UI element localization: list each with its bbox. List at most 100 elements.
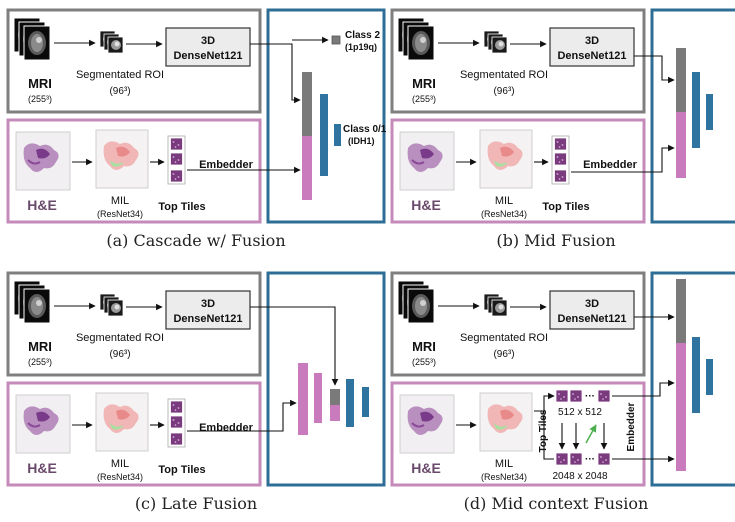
densenet-to-fusion-arrow [634, 55, 675, 84]
panel-late: MRI(255³)Segmentated ROI(96³)3DDenseNet1… [6, 271, 386, 513]
mil-heatmap-image [479, 392, 533, 452]
he-branch-frame [6, 118, 262, 224]
densenet-label-name: DenseNet121 [173, 50, 242, 62]
mri-branch-frame [390, 271, 646, 377]
he-branch-frame [390, 381, 646, 487]
panel-caption: (d) Mid context Fusion [464, 494, 649, 513]
fusion-frame [650, 271, 735, 487]
tiles-2048-label: 2048 x 2048 [552, 471, 607, 482]
fusion-frame [650, 8, 735, 224]
he-slide-image [399, 394, 455, 454]
densenet-box [165, 27, 251, 67]
roi-size-label: (96³) [109, 86, 130, 97]
he-feature-bar [676, 343, 686, 471]
top-tiles-label: Top Tiles [158, 464, 205, 476]
top-tiles-label: Top Tiles [538, 409, 549, 452]
tile-2048-ellipsis: ··· [585, 454, 595, 465]
he-label: H&E [411, 197, 441, 213]
densenet-label-3d: 3D [201, 298, 215, 310]
mri-slice-icon [23, 288, 51, 324]
panel-caption: (a) Cascade w/ Fusion [106, 231, 285, 250]
mri-size-label: (255³) [412, 94, 436, 104]
tiles-512-label: 512 x 512 [558, 407, 602, 418]
densenet-label-3d: 3D [585, 35, 599, 47]
embedder-to-fusion-arrow [187, 399, 297, 432]
densenet-box [549, 27, 635, 67]
mri-branch-frame [6, 271, 262, 377]
embedder-label: Embedder [583, 159, 638, 171]
tile-512-icon [569, 389, 583, 403]
class2-label: Class 2 [345, 30, 380, 41]
tile-512-icon [597, 389, 611, 403]
densenet-to-fusion-arrow [250, 306, 339, 386]
roi-size-label: (96³) [493, 86, 514, 97]
he-label: H&E [27, 460, 57, 476]
tile-2048-icon [569, 452, 583, 466]
panel-cascade: MRI (255³) Segmentated ROI (96³) 3D DenseNet1… [6, 8, 387, 250]
top-tiles-label: Top Tiles [158, 201, 205, 213]
mil-heatmap-image [479, 129, 533, 189]
he-slide-image [15, 394, 71, 454]
roi-icon [491, 299, 508, 317]
top-tiles-stack [552, 136, 569, 184]
mil-backbone-label: (ResNet34) [481, 209, 527, 219]
mri-label: MRI [28, 76, 52, 91]
densenet-label-name: DenseNet121 [557, 313, 626, 325]
panels-layer: MRI (255³) Segmentated ROI (96³) 3D DenseNet1… [6, 8, 735, 513]
mil-to-512-arrow [534, 392, 555, 412]
roi-icon [107, 36, 124, 54]
tile-context-arrow [585, 424, 597, 444]
he-label: H&E [411, 460, 441, 476]
mil-label: MIL [495, 195, 513, 207]
fusion-frame [266, 271, 386, 487]
roi-size-label: (96³) [109, 349, 130, 360]
class01-label: Class 0/1 [343, 124, 387, 135]
mil-label: MIL [111, 195, 129, 207]
mri-feature-bar [302, 72, 312, 136]
mri-branch-frame [6, 8, 262, 114]
mri-size-label: (255³) [412, 357, 436, 367]
densenet-label-name: DenseNet121 [557, 50, 626, 62]
class01-sub-label: (IDH1) [348, 136, 375, 146]
roi-label: Segmentated ROI [460, 69, 548, 81]
mil-to-2048-arrow [543, 411, 554, 460]
he-branch-frame [390, 118, 646, 224]
fusion-bar-2 [362, 387, 369, 417]
he-feature-bar-1 [298, 363, 308, 435]
fusion-frame [266, 8, 386, 224]
class2-node [331, 35, 341, 45]
he-branch-frame [6, 381, 262, 487]
fusion-bar-2 [334, 124, 341, 146]
mri-size-label: (255³) [28, 94, 52, 104]
densenet-box [165, 290, 251, 330]
roi-label: Segmentated ROI [76, 69, 164, 81]
mri-slice-icon [23, 25, 51, 61]
densenet-label-3d: 3D [585, 298, 599, 310]
he-label: H&E [27, 197, 57, 213]
embedder-512-to-fusion-arrow [612, 379, 675, 397]
roi-size-label: (96³) [493, 349, 514, 360]
densenet-to-fusion-arrow [250, 43, 301, 104]
densenet-box [549, 290, 635, 330]
roi-icon [107, 299, 124, 317]
he-feature-bar [302, 136, 312, 200]
mri-branch-frame [390, 8, 646, 114]
top-tiles-stack [168, 399, 185, 447]
top-tiles-stack [168, 136, 185, 184]
densenet-label-3d: 3D [201, 35, 215, 47]
tile-512-icon [555, 389, 569, 403]
mil-label: MIL [495, 458, 513, 470]
embedder-to-fusion-arrow [571, 144, 675, 173]
panel-caption: (c) Late Fusion [135, 494, 257, 513]
mri-label: MRI [412, 76, 436, 91]
densenet-label-name: DenseNet121 [173, 313, 242, 325]
mil-backbone-label: (ResNet34) [97, 209, 143, 219]
he-slide-image [399, 131, 455, 191]
embedder-label: Embedder [199, 159, 254, 171]
roi-icon [491, 36, 508, 54]
mri-slice-icon [407, 25, 435, 61]
panel-caption: (b) Mid Fusion [496, 231, 615, 250]
fusion-bar-1 [346, 379, 354, 427]
